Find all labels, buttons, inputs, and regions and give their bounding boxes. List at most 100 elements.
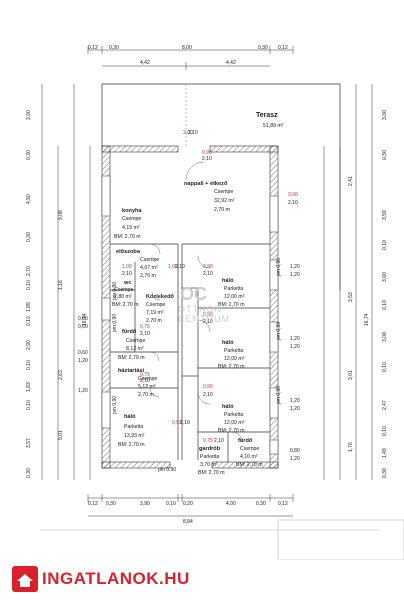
- dimension-right: 3,00 0,30 3,59 0,10 3,00 0,10 3,00 0,10 …: [323, 84, 388, 480]
- svg-text:BM: 2,70 m: BM: 2,70 m: [112, 302, 139, 308]
- svg-text:BM: 2,70 m: BM: 2,70 m: [198, 470, 225, 476]
- svg-text:2,63: 2,63: [58, 370, 64, 380]
- svg-text:2,70 m: 2,70 m: [214, 207, 230, 213]
- svg-text:0,30: 0,30: [382, 150, 388, 160]
- footer: INGATLANOK.HU: [0, 560, 404, 600]
- svg-text:pm 0,90: pm 0,90: [112, 396, 118, 414]
- svg-text:3,01: 3,01: [348, 370, 354, 380]
- svg-text:BM: 2,70 m: BM: 2,70 m: [218, 364, 245, 370]
- svg-text:pm 0,90: pm 0,90: [276, 386, 282, 404]
- svg-text:BM: 2,70 m: BM: 2,70 m: [218, 302, 245, 308]
- room-halo-4: háló Parketta 13,93 m² BM: 2,70 m: [118, 414, 145, 448]
- svg-text:1,20: 1,20: [78, 388, 88, 394]
- dim-left-total: 16,74: [82, 313, 88, 326]
- door-wc-h: 2,10: [203, 319, 213, 325]
- brand-logo[interactable]: INGATLANOK.HU: [12, 566, 190, 592]
- svg-text:2,70 m: 2,70 m: [146, 318, 162, 324]
- svg-text:0,30: 0,30: [26, 150, 32, 160]
- svg-text:32,92 m²: 32,92 m²: [214, 198, 235, 204]
- door-halo1-h: 2,10: [203, 271, 213, 277]
- svg-text:0,30: 0,30: [106, 501, 116, 507]
- room-halo-3: háló Parketta 12,00 m² BM: 2,70 m: [218, 404, 245, 434]
- svg-text:BM: 2,70 m: BM: 2,70 m: [236, 462, 263, 468]
- door-terasz-h: 2,10: [188, 130, 198, 136]
- svg-text:1,20: 1,20: [290, 264, 300, 270]
- svg-text:3,00: 3,00: [382, 110, 388, 120]
- svg-text:3,00: 3,00: [26, 110, 32, 120]
- door-halo3-w: 0,90: [172, 420, 182, 426]
- svg-text:4,19 m²: 4,19 m²: [122, 225, 140, 231]
- svg-text:konyha: konyha: [122, 208, 142, 214]
- door-halo2-w: 0,90: [203, 384, 213, 390]
- svg-text:0,60: 0,60: [78, 324, 88, 330]
- svg-text:1,49: 1,49: [382, 448, 388, 458]
- svg-text:0,30: 0,30: [26, 468, 32, 478]
- svg-text:Parketta: Parketta: [224, 286, 243, 292]
- svg-text:Csempe: Csempe: [240, 446, 259, 452]
- svg-text:0,30: 0,30: [26, 232, 32, 242]
- svg-text:Csempe: Csempe: [146, 302, 165, 308]
- svg-text:Parketta: Parketta: [124, 424, 143, 430]
- dim-top-1: 0,30: [109, 45, 119, 51]
- room-gardrob: gardrób Parketta 3,70 m² BM: 2,70 m: [198, 446, 225, 476]
- terrace: Terasz 51,89 m² 3,00 2,10: [101, 83, 341, 290]
- svg-text:háló: háló: [222, 404, 234, 410]
- door-furdo2-h: 2,10: [214, 438, 224, 444]
- svg-text:háló: háló: [124, 414, 136, 420]
- svg-text:1,20: 1,20: [290, 406, 300, 412]
- svg-text:8,12 m²: 8,12 m²: [126, 346, 144, 352]
- room-eloszoba: előszoba Csempe 4,07 m² 2,70 m: [116, 249, 159, 279]
- svg-text:9,08: 9,08: [58, 210, 64, 220]
- svg-text:2,70 m: 2,70 m: [140, 273, 156, 279]
- svg-text:0,10: 0,10: [26, 280, 32, 290]
- room-haztartasi: háztartási Csempe 5,12 m² 2,70 m: [118, 368, 157, 398]
- svg-text:Csempe: Csempe: [114, 287, 133, 293]
- svg-text:pm 0,90: pm 0,90: [112, 282, 118, 300]
- inner-walls: [110, 243, 270, 462]
- room-wc: wc Csempe 2,80 m² BM: 2,70 m: [112, 280, 139, 308]
- svg-text:1,20: 1,20: [290, 336, 300, 342]
- room-nappali: nappali + étkező Csempe 32,92 m² 2,70 m: [184, 181, 235, 213]
- svg-text:0,10: 0,10: [26, 316, 32, 326]
- svg-text:0,10: 0,10: [382, 300, 388, 310]
- room-konyha: konyha Csempe 4,19 m² BM: 2,70 m: [114, 208, 142, 240]
- svg-text:3,57: 3,57: [26, 438, 32, 448]
- dim-right-total: 16,74: [364, 313, 370, 326]
- room-halo-1: háló Parketta 12,00 m² BM: 2,70 m: [218, 278, 245, 308]
- svg-text:1,16: 1,16: [58, 280, 64, 290]
- dimension-left: 3,00 0,30 4,50 0,30 2,70 0,10 1,85 0,10 …: [26, 84, 91, 480]
- svg-text:13,93 m²: 13,93 m²: [124, 433, 145, 439]
- room-kozlekedo: Közlekedő Csempe 7,19 m² 2,70 m: [146, 294, 175, 324]
- svg-text:wc: wc: [123, 280, 131, 286]
- svg-text:0,80: 0,80: [290, 448, 300, 454]
- door-eloszoba-w: 1,00: [122, 264, 132, 270]
- svg-text:BM: 2,70 m: BM: 2,70 m: [118, 355, 145, 361]
- svg-text:1,83: 1,83: [26, 382, 32, 392]
- room-furdo-2: fürdő Csempe 4,10 m² BM: 2,70 m: [236, 438, 263, 468]
- svg-text:1,20: 1,20: [290, 398, 300, 404]
- dim-top2-1: 4,42: [226, 60, 236, 66]
- svg-text:0,10: 0,10: [382, 362, 388, 372]
- door-terasz-fal-h: 2,10: [288, 200, 298, 206]
- svg-text:nappali + étkező: nappali + étkező: [184, 181, 228, 187]
- svg-text:háztartási: háztartási: [118, 368, 145, 374]
- svg-text:2,90: 2,90: [26, 340, 32, 350]
- door-wc-w: 0,90: [203, 312, 213, 318]
- svg-text:2,70 m: 2,70 m: [138, 392, 154, 398]
- svg-text:pm 0,90: pm 0,90: [158, 467, 176, 473]
- svg-text:2,70: 2,70: [26, 266, 32, 276]
- svg-text:2,80 m²: 2,80 m²: [114, 294, 132, 300]
- svg-text:Csempe: Csempe: [214, 189, 233, 195]
- svg-text:0,10: 0,10: [382, 426, 388, 436]
- dim-top-0: 0,12: [88, 45, 98, 51]
- svg-text:2,41: 2,41: [348, 176, 354, 186]
- door-haztartasi-w: 0,75: [140, 372, 150, 378]
- svg-text:3,00: 3,00: [382, 272, 388, 282]
- svg-text:1,85: 1,85: [26, 302, 32, 312]
- svg-text:0,10: 0,10: [26, 400, 32, 410]
- windows: [101, 175, 279, 455]
- svg-text:BM: 2,70 m: BM: 2,70 m: [114, 234, 141, 240]
- terrace-name: Terasz: [256, 112, 278, 119]
- svg-text:12,00 m²: 12,00 m²: [224, 420, 245, 426]
- svg-text:0,20: 0,20: [183, 501, 193, 507]
